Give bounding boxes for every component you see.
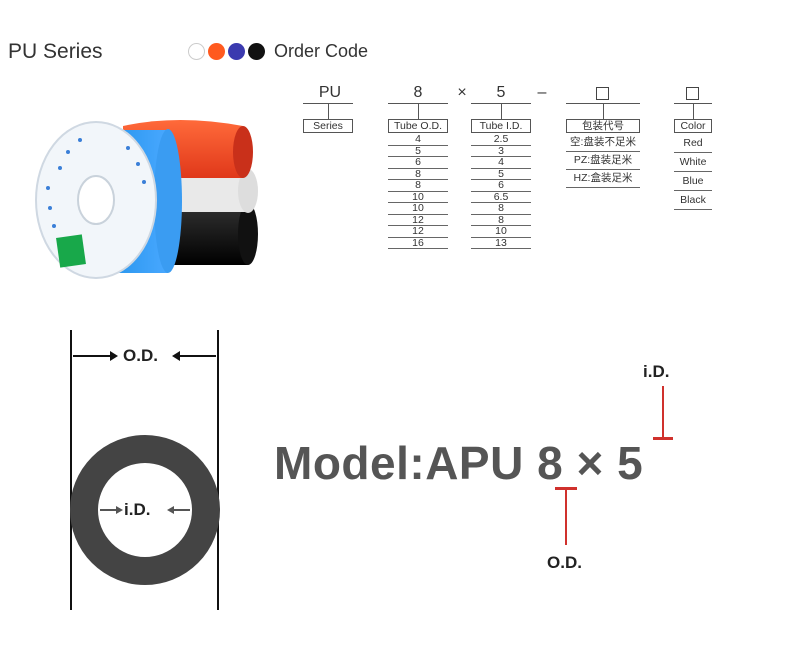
list-item: 10 (388, 191, 448, 203)
list-item: 4 (471, 157, 531, 169)
color-label: Color (674, 119, 712, 133)
od-label: O.D. (123, 346, 158, 365)
model-id-label: i.D. (643, 362, 670, 381)
tube-reels-image (35, 120, 258, 279)
list-item: 空:盘装不足米 (566, 134, 640, 152)
list-item: 8 (471, 203, 531, 215)
id-marker-bar (653, 437, 673, 440)
color-dot-blue (228, 43, 245, 60)
tube-id-label: Tube I.D. (471, 119, 531, 133)
color-dots (188, 43, 265, 60)
list-item: 3 (471, 145, 531, 157)
model-od-label: O.D. (547, 553, 582, 572)
color-dot-white (188, 43, 205, 60)
tube-od-head: 8 (413, 84, 423, 101)
od-marker-line (565, 489, 567, 545)
color-values: Red White Blue Black (674, 134, 712, 210)
list-item: 13 (471, 237, 531, 249)
packaging-label: 包装代号 (566, 119, 640, 133)
list-item: 10 (388, 203, 448, 215)
packaging-values: 空:盘装不足米 PZ:盘装足米 HZ:盒装足米 (566, 134, 640, 188)
dash-sign: – (537, 84, 547, 101)
list-item: 10 (471, 226, 531, 238)
list-item: 8 (471, 214, 531, 226)
multiply-sign: × (457, 84, 467, 101)
list-item: 8 (388, 180, 448, 192)
model-text: Model:APU 8 × 5 (274, 437, 644, 489)
series-label: Series (303, 119, 353, 133)
tube-cross-section (70, 330, 220, 610)
model-od-value: 8 (537, 437, 564, 489)
list-item: 5 (388, 145, 448, 157)
list-item: 5 (471, 168, 531, 180)
list-item: 12 (388, 226, 448, 238)
order-code-title: Order Code (274, 41, 369, 61)
list-item: 12 (388, 214, 448, 226)
list-item: PZ:盘装足米 (566, 152, 640, 170)
model-id-value: 5 (617, 437, 644, 489)
od-marker-bar (555, 487, 577, 490)
tube-ring (70, 435, 220, 585)
tube-id-values: 2.5 3 4 5 6 6.5 8 8 10 13 (471, 134, 531, 249)
list-item: 6 (388, 157, 448, 169)
id-label: i.D. (124, 500, 151, 519)
color-dot-orange (208, 43, 225, 60)
tube-od-label: Tube O.D. (388, 119, 448, 133)
series-head: PU (318, 84, 342, 101)
list-item: HZ:盒装足米 (566, 170, 640, 188)
list-item: 2.5 (471, 134, 531, 146)
list-item: 16 (388, 237, 448, 249)
list-item: 8 (388, 168, 448, 180)
tube-od-values: 4 5 6 8 8 10 10 12 12 16 (388, 134, 448, 249)
reel-label (56, 234, 86, 268)
tube-id-head: 5 (496, 84, 506, 101)
list-item: Black (674, 191, 712, 210)
list-item: 4 (388, 134, 448, 146)
reel-hub (77, 175, 115, 225)
color-dot-black (248, 43, 265, 60)
list-item: Blue (674, 172, 712, 191)
list-item: 6.5 (471, 191, 531, 203)
list-item: Red (674, 134, 712, 153)
page-title: PU Series (8, 40, 103, 63)
list-item: 6 (471, 180, 531, 192)
color-placeholder (686, 87, 699, 105)
list-item: White (674, 153, 712, 172)
packaging-placeholder (596, 87, 609, 105)
id-marker-line (662, 386, 664, 438)
